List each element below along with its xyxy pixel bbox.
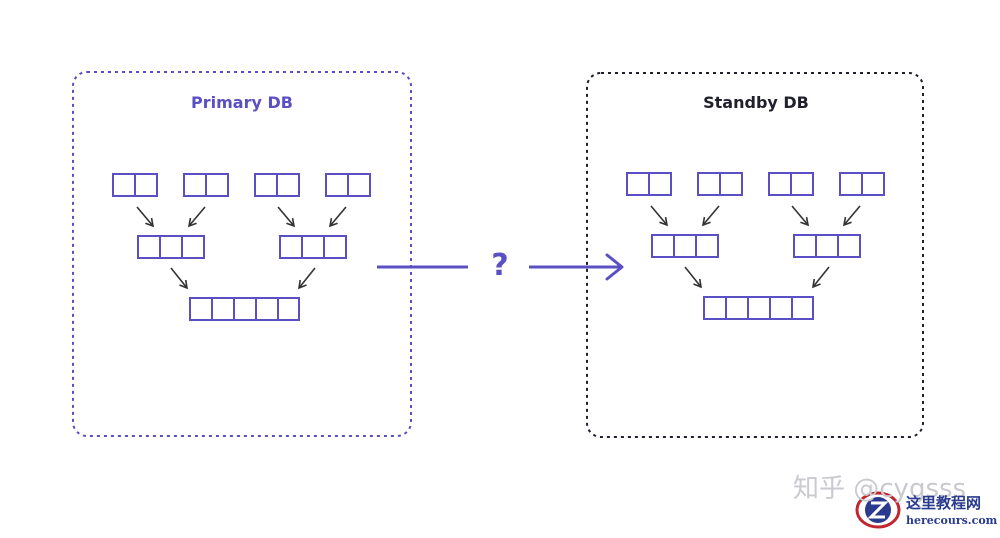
logo-url: herecours.com xyxy=(906,514,998,527)
merge-arrow xyxy=(842,205,861,227)
standby-db-panel xyxy=(586,72,924,438)
merge-arrow xyxy=(277,206,296,228)
level-2-block xyxy=(189,297,300,321)
level-0-block xyxy=(697,172,743,196)
level-0-block xyxy=(626,172,672,196)
merge-arrow xyxy=(187,206,206,228)
level-0-block xyxy=(325,173,371,197)
merge-arrow xyxy=(701,205,720,227)
level-1-block xyxy=(651,234,719,258)
transfer-arrow xyxy=(529,253,624,281)
level-1-block xyxy=(137,235,205,259)
standby-lsm-tree xyxy=(626,172,885,320)
merge-arrow xyxy=(170,267,189,290)
site-logo-icon xyxy=(855,491,901,529)
merge-arrow xyxy=(650,205,669,227)
merge-arrow xyxy=(328,206,347,228)
standby-db-title: Standby DB xyxy=(703,93,809,112)
level-0-block xyxy=(768,172,814,196)
primary-lsm-tree xyxy=(112,173,371,321)
logo-title: 这里教程网 xyxy=(906,494,982,512)
level-0-block xyxy=(254,173,300,197)
level-1-block xyxy=(279,235,347,259)
merge-arrow xyxy=(297,267,316,290)
primary-db-title: Primary DB xyxy=(191,93,293,112)
merge-arrow xyxy=(811,266,830,289)
merge-arrow xyxy=(791,205,810,227)
level-1-block xyxy=(793,234,861,258)
level-2-block xyxy=(703,296,814,320)
primary-db-panel xyxy=(72,71,412,437)
merge-arrow xyxy=(136,206,155,228)
level-0-block xyxy=(839,172,885,196)
merge-arrow xyxy=(684,266,703,289)
level-0-block xyxy=(112,173,158,197)
question-mark: ? xyxy=(491,248,509,283)
watermark-text: 知乎 @cygsss xyxy=(793,474,967,504)
level-0-block xyxy=(183,173,229,197)
